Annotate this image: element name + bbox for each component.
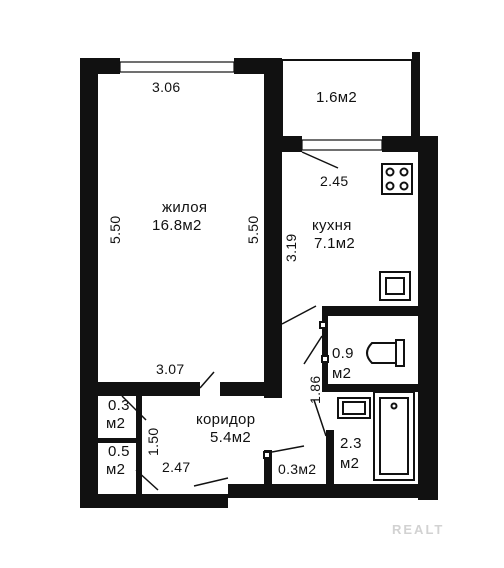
balcony-outline xyxy=(282,59,413,136)
burner-icon xyxy=(399,167,409,177)
closet2-area-unit: м2 xyxy=(106,461,125,478)
windows xyxy=(119,61,383,151)
toilet-area-value: 0.9 xyxy=(332,345,354,362)
wall-toilet-left xyxy=(322,306,328,390)
watermark: REALT xyxy=(392,522,444,537)
door-closet-top xyxy=(121,395,147,421)
wall-kitchen-bottom xyxy=(322,306,438,316)
wall-living-right xyxy=(264,58,282,398)
door-toilet xyxy=(303,335,323,365)
corridor-area: 5.4м2 xyxy=(210,429,251,446)
labels: 3.06 жилоя 16.8м2 5.50 5.50 3.07 1.6м2 2… xyxy=(106,79,444,537)
door-closet-bottom xyxy=(135,469,159,491)
wall-bath-left xyxy=(326,430,334,496)
toilet-tank-icon xyxy=(395,339,405,367)
doors xyxy=(121,151,339,491)
wall-kitchen-top-right xyxy=(382,136,428,152)
marker-icon xyxy=(321,355,329,363)
corridor-bottom-dimension: 2.47 xyxy=(162,459,190,475)
closet2-area-value: 0.5 xyxy=(108,443,130,460)
living-left-dimension: 5.50 xyxy=(107,216,123,244)
wall-kitchen-top-left xyxy=(272,136,302,152)
walls xyxy=(80,52,438,508)
wall-top-left xyxy=(80,58,120,74)
wall-toilet-bottom xyxy=(322,384,438,392)
drain-icon xyxy=(390,402,398,410)
closet1-area-unit: м2 xyxy=(106,415,125,432)
bath-area-unit: м2 xyxy=(340,455,359,472)
toilet-bowl-icon xyxy=(366,342,397,364)
corridor-name: коридор xyxy=(196,411,255,428)
marker-icon xyxy=(263,451,271,459)
burner-icon xyxy=(399,181,409,191)
corridor-side-dimension: 1.50 xyxy=(145,428,161,456)
burner-icon xyxy=(385,181,395,191)
kitchen-name: кухня xyxy=(312,217,352,234)
living-room-name: жилоя xyxy=(162,199,207,216)
wall-bottom-right xyxy=(228,484,438,498)
burner-icon xyxy=(385,167,395,177)
balcony xyxy=(281,59,413,136)
window-living xyxy=(119,61,235,73)
door-bath xyxy=(313,399,327,437)
wall-niche-left xyxy=(264,450,272,498)
door-living xyxy=(199,371,215,389)
corridor-mid-dimension: 1.86 xyxy=(307,376,323,404)
kitchen-area: 7.1м2 xyxy=(314,235,355,252)
wall-bottom-left xyxy=(80,494,228,508)
wall-right-outer xyxy=(418,136,438,500)
door-niche xyxy=(271,445,305,453)
wall-living-bottom-left xyxy=(80,382,200,396)
kitchen-top-dimension: 2.45 xyxy=(320,173,348,189)
stove-icon xyxy=(381,163,413,195)
wall-living-bottom-right xyxy=(220,382,282,396)
marker-icon xyxy=(319,321,327,329)
bathtub-inner-icon xyxy=(379,397,409,475)
living-room-area: 16.8м2 xyxy=(152,217,202,234)
wall-closet-mid xyxy=(98,438,142,443)
niche-area: 0.3м2 xyxy=(278,461,316,477)
living-bottom-dimension: 3.07 xyxy=(156,361,184,377)
closet1-area-value: 0.3 xyxy=(108,397,130,414)
wall-left-outer xyxy=(80,58,98,508)
kitchen-sink-basin-icon xyxy=(385,277,405,295)
wall-balcony-right xyxy=(412,52,420,142)
living-top-dimension: 3.06 xyxy=(152,79,180,95)
living-right-dimension: 5.50 xyxy=(245,216,261,244)
door-kitchen xyxy=(281,305,317,325)
bath-area-value: 2.3 xyxy=(340,435,362,452)
door-kitchen-balcony xyxy=(301,151,339,169)
fixtures xyxy=(263,163,415,481)
kitchen-left-dimension: 3.19 xyxy=(283,234,299,262)
wall-closet-right xyxy=(136,396,142,496)
washbasin-bowl-icon xyxy=(342,401,366,415)
window-kitchen xyxy=(301,139,383,151)
balcony-area: 1.6м2 xyxy=(316,89,357,106)
door-entrance xyxy=(193,477,229,487)
toilet-area-unit: м2 xyxy=(332,365,351,382)
